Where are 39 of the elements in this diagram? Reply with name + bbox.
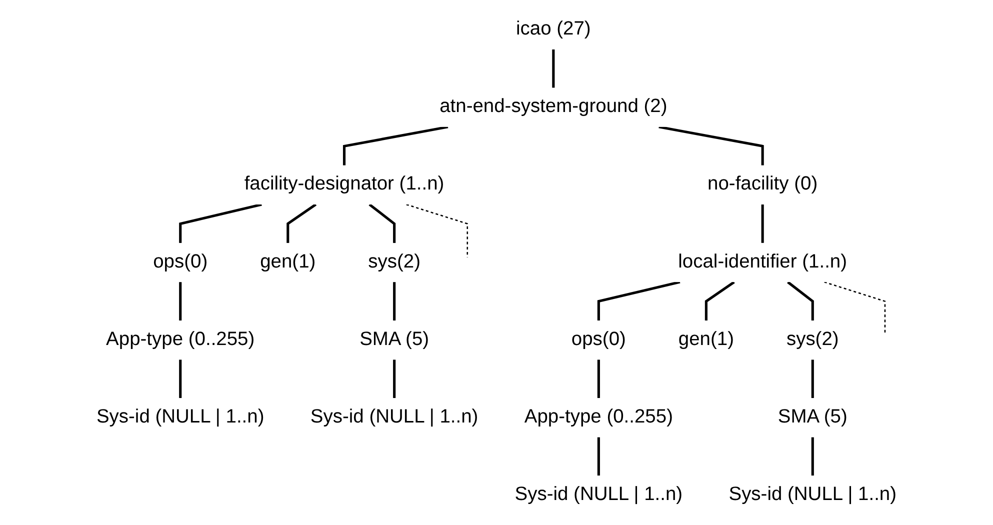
connector	[368, 203, 396, 243]
node-text: Sys-id (NULL | 1..n)	[96, 406, 264, 428]
connector	[393, 282, 396, 321]
node-text: App-type (0..255)	[524, 406, 673, 428]
connector	[824, 281, 886, 335]
node-text: Sys-id (NULL | 1..n)	[728, 483, 897, 506]
connector	[787, 281, 814, 321]
node-text: Sys-id (NULL | 1..n)	[514, 483, 683, 506]
node-text: gen(1)	[678, 328, 734, 350]
node-text: sys(2)	[786, 328, 839, 350]
node-text: SMA (5)	[360, 328, 430, 350]
connector	[342, 126, 448, 166]
connector	[597, 360, 600, 398]
node-text: ops(0)	[153, 250, 208, 272]
node-text: gen(1)	[260, 250, 316, 272]
connector	[811, 437, 814, 476]
connector	[704, 281, 735, 321]
connector	[597, 437, 600, 476]
node-text: icao (27)	[516, 18, 591, 40]
node-text: App-type (0..255)	[106, 328, 255, 350]
node-text: sys(2)	[368, 250, 421, 272]
connector	[179, 360, 182, 398]
node-text: Sys-id (NULL | 1..n)	[310, 406, 478, 428]
connector	[179, 203, 262, 243]
connector	[552, 49, 555, 88]
node-text: SMA (5)	[778, 406, 848, 428]
connector	[761, 204, 764, 243]
node-text: facility-designator (1..n)	[244, 173, 444, 195]
connector	[179, 282, 182, 321]
node-text: no-facility (0)	[708, 173, 818, 195]
node-text: atn-end-system-ground (2)	[440, 96, 668, 118]
connector	[406, 204, 468, 258]
connector	[658, 126, 764, 166]
node-text: ops(0)	[571, 328, 626, 350]
connector	[286, 203, 317, 243]
connector	[393, 360, 396, 398]
connector	[811, 360, 814, 398]
connector	[597, 280, 680, 321]
node-text: local-identifier (1..n)	[678, 250, 848, 272]
